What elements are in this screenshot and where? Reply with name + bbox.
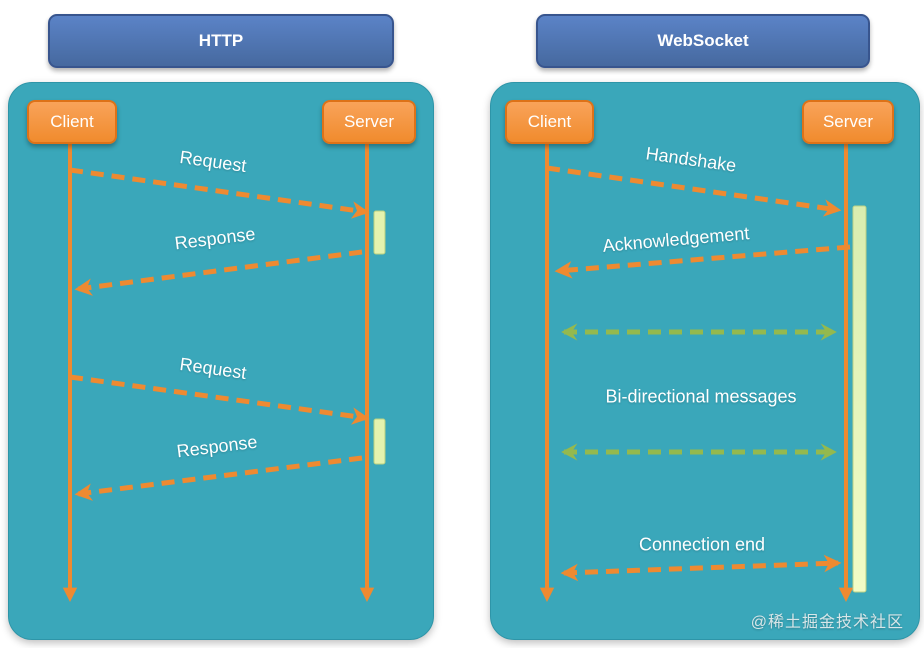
websocket-handshake-arrow (546, 165, 842, 217)
websocket-connection-end-label: Connection end (638, 534, 766, 555)
websocket-panel (490, 82, 920, 640)
websocket-client-box: Client (505, 100, 594, 144)
http-panel (8, 82, 434, 640)
http-request-arrow-1 (69, 167, 370, 219)
http-activation-bar-2 (373, 418, 386, 465)
http-request-arrow-2 (69, 374, 370, 425)
http-response-arrow-1 (74, 249, 363, 296)
http-response-arrow-2 (74, 455, 363, 501)
websocket-bidirectional-label: Bi-directional messages (605, 386, 797, 407)
websocket-activation-bar (852, 205, 867, 593)
http-activation-bar-1 (373, 210, 386, 255)
http-server-box: Server (322, 100, 416, 144)
websocket-acknowledgement-arrow (554, 244, 851, 279)
websocket-connection-end-arrow (560, 554, 842, 582)
websocket-server-box: Server (802, 100, 894, 144)
websocket-title: WebSocket (536, 14, 870, 68)
http-client-box: Client (27, 100, 117, 144)
watermark: @稀土掘金技术社区 (750, 614, 904, 631)
http-title: HTTP (48, 14, 394, 68)
